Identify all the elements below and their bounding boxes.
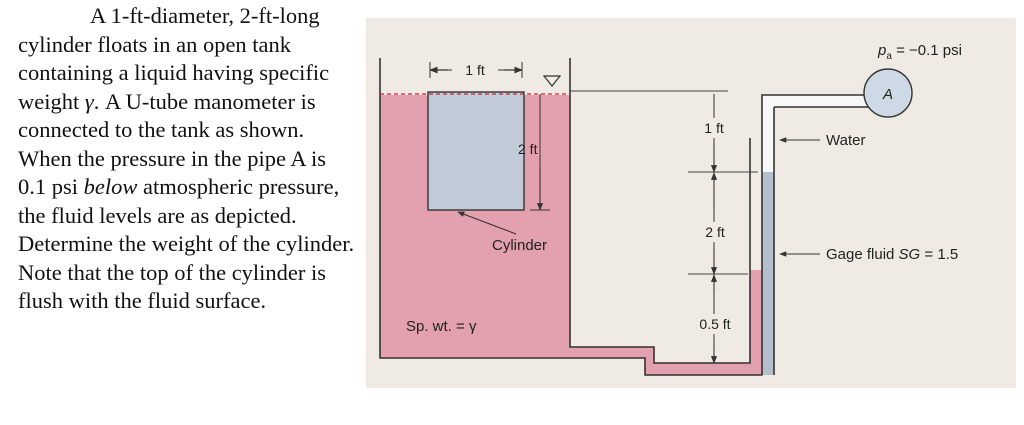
gamma-symbol: γ xyxy=(84,88,94,114)
pipe-a-label: A xyxy=(882,86,893,103)
dim-1ft-label: 1 ft xyxy=(704,120,724,136)
cylinder-length-label: 2 ft xyxy=(518,141,538,157)
cylinder-body xyxy=(427,91,525,211)
specific-weight-label: Sp. wt. = γ xyxy=(406,318,477,335)
gage-fluid-column xyxy=(762,172,774,375)
problem-sentence-1: A 1-ft-diameter, 2-ft-long cylinder floa… xyxy=(18,3,330,114)
dim-2ft-bg xyxy=(696,222,734,242)
dim-05ft-label: 0.5 ft xyxy=(699,316,730,332)
water-label: Water xyxy=(826,132,865,149)
pipe-a-circle xyxy=(863,68,913,118)
dim-2ft-label: 2 ft xyxy=(705,224,725,240)
cylinder-pointer xyxy=(457,211,517,235)
problem-statement: A 1-ft-diameter, 2-ft-long cylinder floa… xyxy=(18,2,358,316)
problem-sentence-3: atmospheric pressure, the fluid levels a… xyxy=(18,174,355,313)
dim-05ft-bg xyxy=(690,314,740,334)
gage-fluid-label: Gage fluid SG = 1.5 xyxy=(826,246,958,263)
free-surface-symbol xyxy=(542,75,562,87)
dim-1ft-bg xyxy=(698,118,732,138)
diameter-label: 1 ft xyxy=(465,62,485,78)
diameter-label-bg xyxy=(452,60,498,80)
problem-sentence-2: . A U-tube manometer is connected to the… xyxy=(18,88,327,200)
pressure-label: pa = −0.1 psi xyxy=(877,42,962,62)
tank-manometer-diagram: 1 ft 2 ft Cylinder Sp. wt. = γ 1 ft 2 ft… xyxy=(366,18,1016,388)
emphasis-below: below xyxy=(83,174,138,199)
cylinder-label: Cylinder xyxy=(492,237,547,254)
tank-walls xyxy=(379,58,885,376)
